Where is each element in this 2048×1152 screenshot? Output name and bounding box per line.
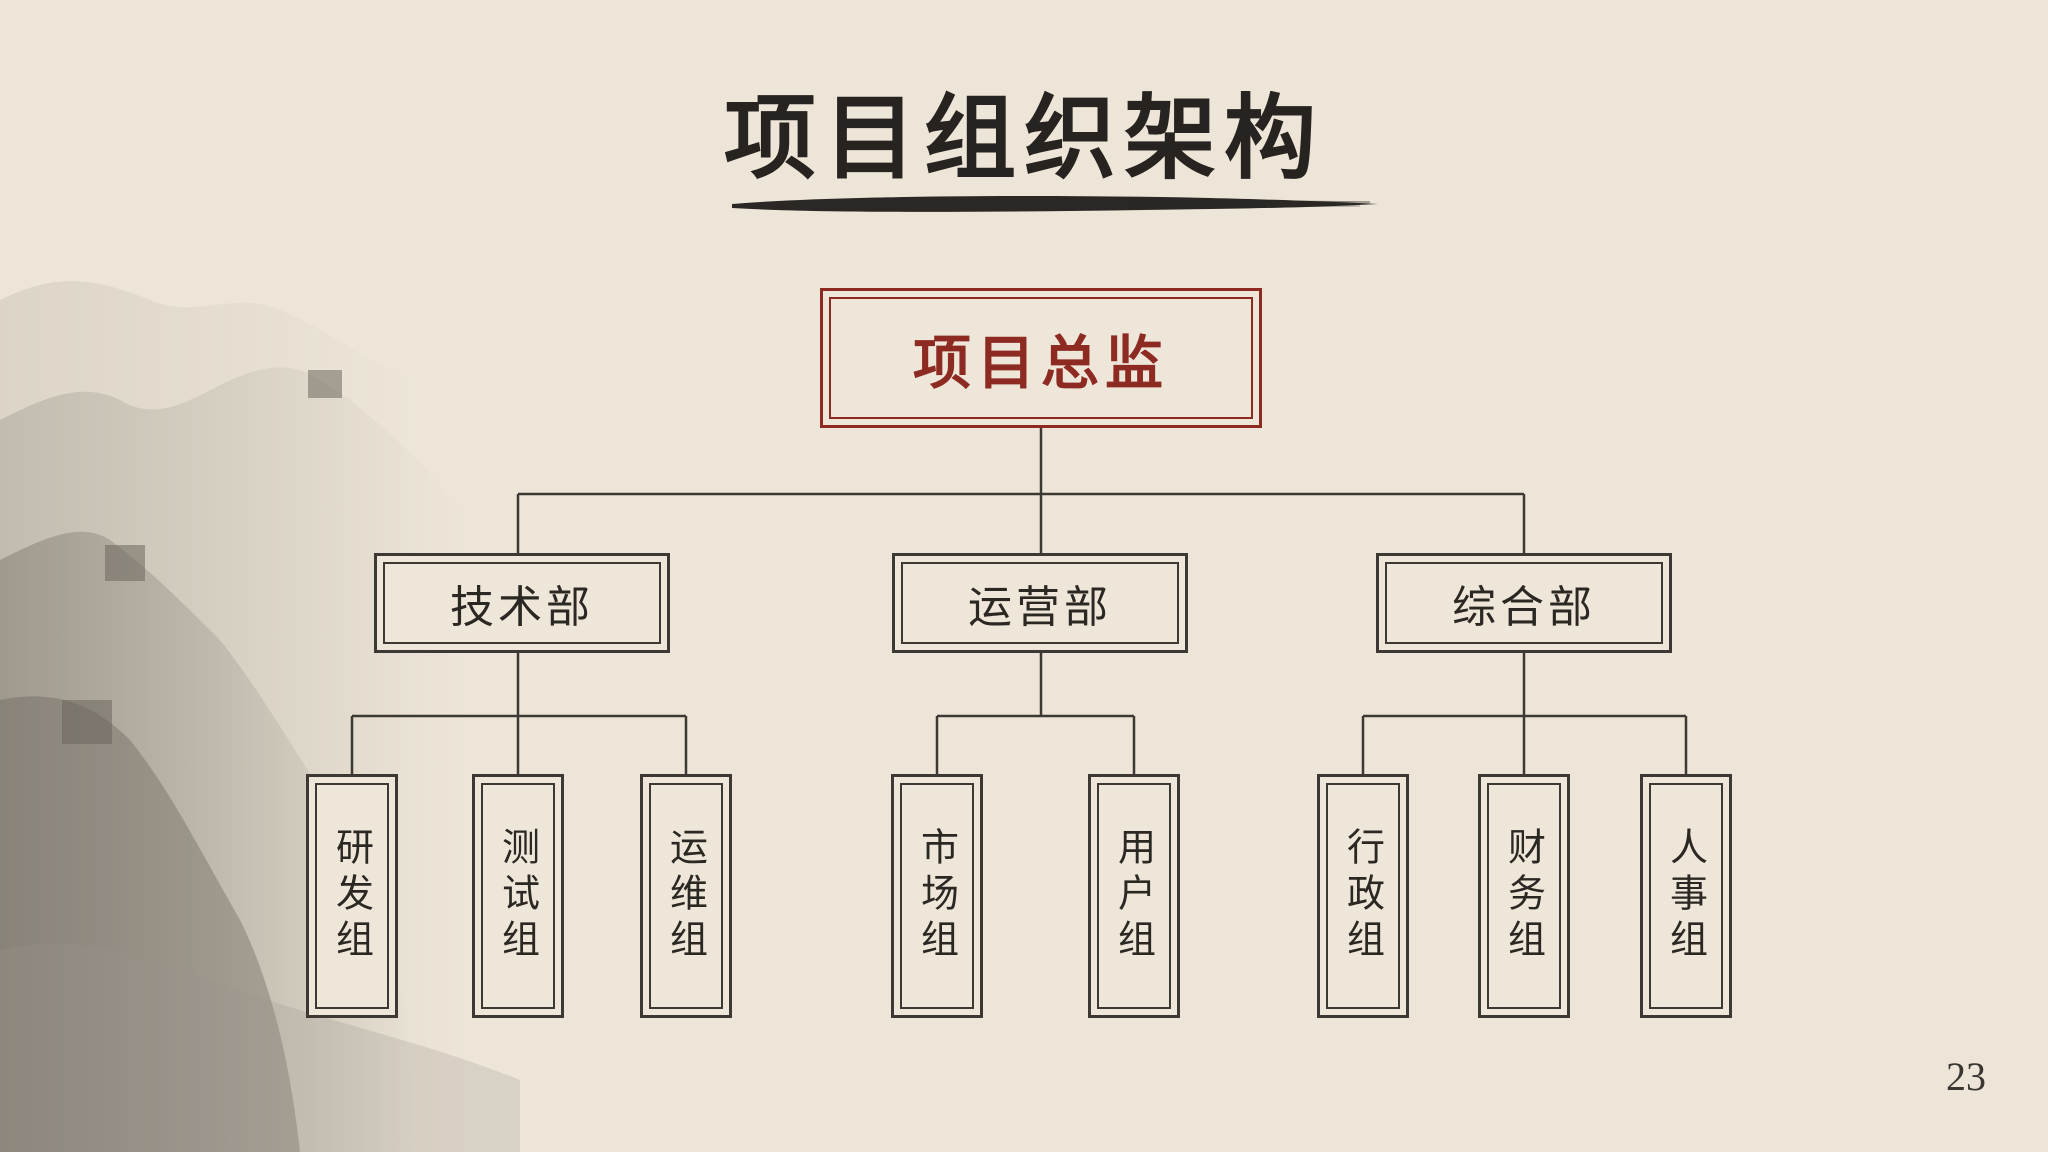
team-label: 行政组	[1340, 827, 1385, 965]
team-node: 行政组	[1317, 774, 1409, 1018]
ink-brush-underline	[732, 196, 1378, 212]
team-label: 市场组	[914, 827, 959, 965]
director-node: 项目总监	[820, 288, 1262, 428]
page-number: 23	[1946, 1054, 1986, 1099]
department-node-general: 综合部	[1376, 553, 1672, 653]
team-label: 用户组	[1111, 827, 1156, 965]
page-title: 项目组织架构	[723, 84, 1324, 192]
team-node: 测试组	[472, 774, 564, 1018]
team-label: 测试组	[495, 827, 540, 965]
team-label: 财务组	[1501, 827, 1546, 965]
team-node: 市场组	[891, 774, 983, 1018]
department-label: 综合部	[1452, 582, 1596, 633]
department-node-ops: 运营部	[892, 553, 1188, 653]
team-label: 人事组	[1663, 827, 1708, 965]
department-node-tech: 技术部	[374, 553, 670, 653]
department-label: 运营部	[968, 582, 1112, 633]
team-node: 研发组	[306, 774, 398, 1018]
team-label: 运维组	[663, 827, 708, 965]
team-node: 用户组	[1088, 774, 1180, 1018]
team-label: 研发组	[329, 827, 374, 965]
department-label: 技术部	[450, 582, 594, 633]
team-node: 运维组	[640, 774, 732, 1018]
team-node: 财务组	[1478, 774, 1570, 1018]
director-label: 项目总监	[912, 329, 1169, 397]
team-node: 人事组	[1640, 774, 1732, 1018]
